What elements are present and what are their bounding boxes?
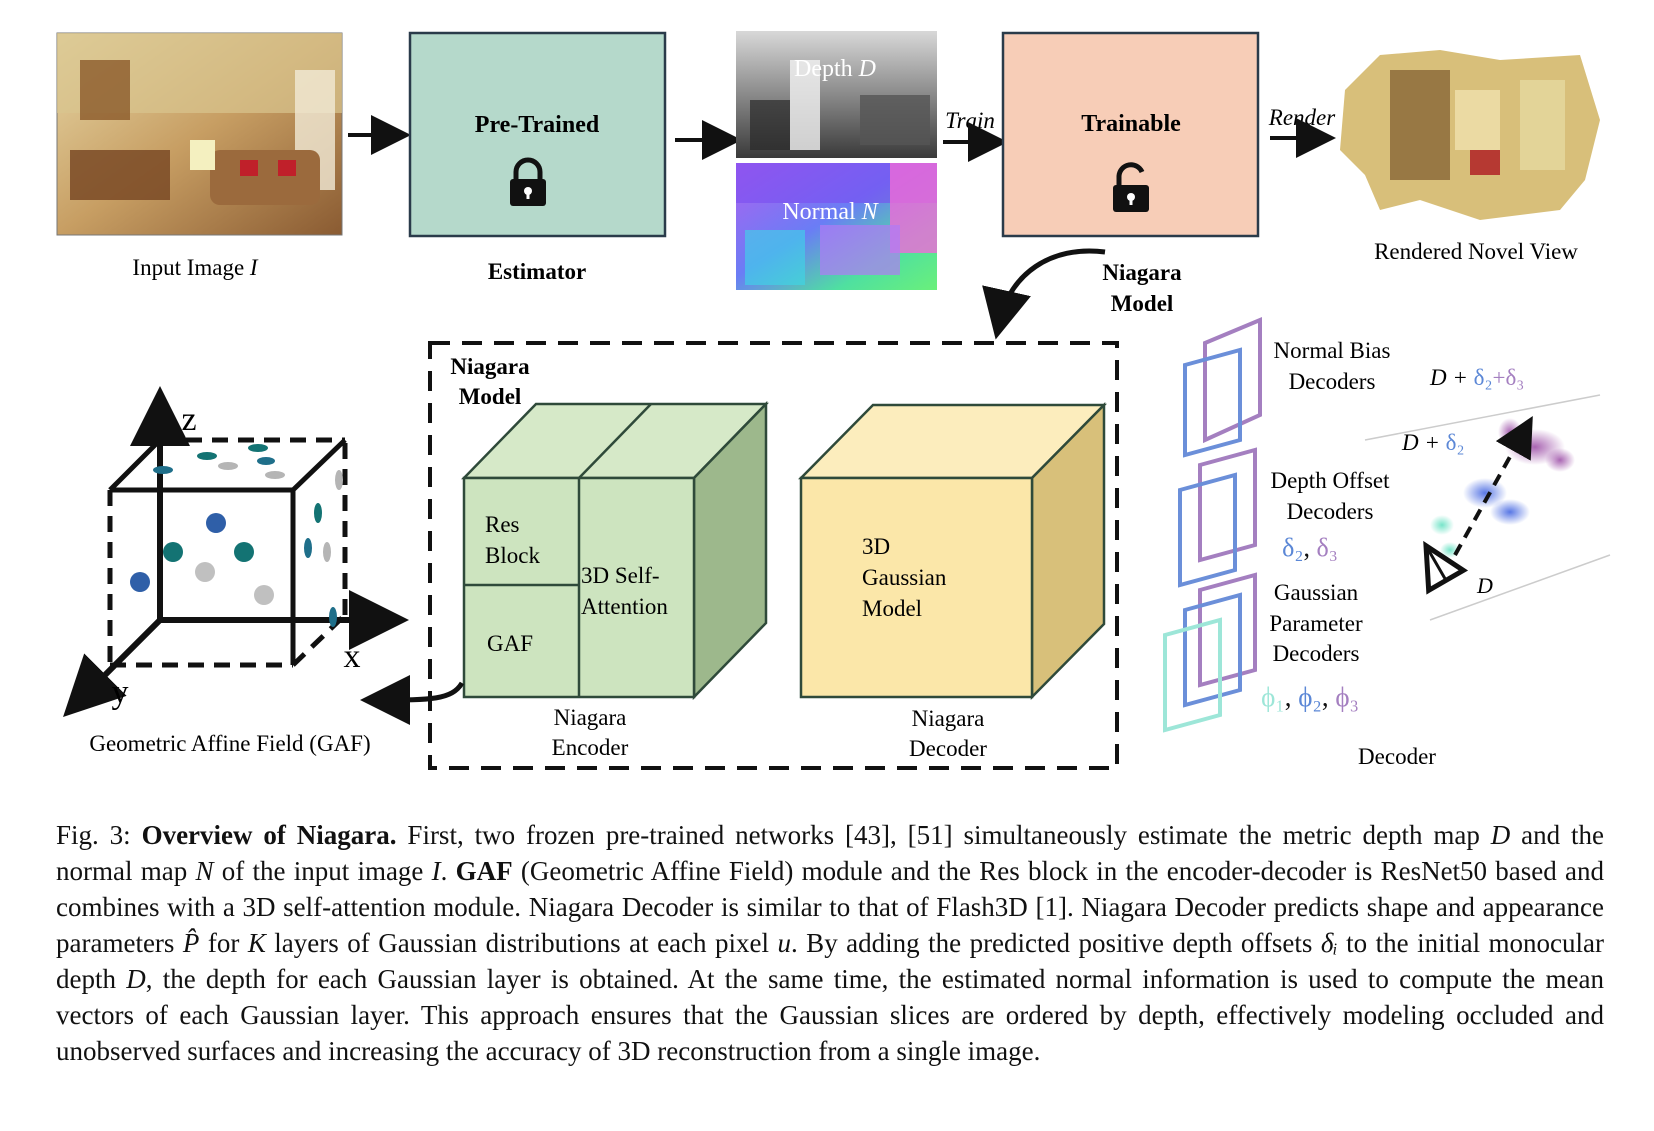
train-label: Train [945, 108, 995, 133]
caption-var-u: u [777, 928, 791, 958]
figure-caption: Fig. 3: Overview of Niagara. First, two … [56, 817, 1604, 1069]
caption-text: to the initial monocular depth [56, 928, 1604, 994]
attention-label-line1: 3D Self- [581, 563, 660, 588]
depth-offset-label-line2: Decoders [1287, 499, 1374, 524]
caption-fig-label: Fig. 3: [56, 820, 142, 850]
model-box-label-line2: Model [459, 384, 522, 409]
decoder-cube-label-line1: 3D [862, 534, 890, 559]
gaf-block-label: GAF [487, 631, 533, 656]
caption-var-d: D [126, 964, 146, 994]
caption-var-n: N [195, 856, 214, 886]
gaf-caption: Geometric Affine Field (GAF) [89, 731, 370, 756]
decoder-cube [798, 401, 1107, 701]
caption-text: . By adding the predicted positive depth… [790, 928, 1321, 958]
caption-text: of the input image [213, 856, 432, 886]
caption-text: , the depth for each Gaussian layer is o… [56, 964, 1604, 1066]
gaf-cube [63, 386, 409, 717]
unlock-icon [1113, 162, 1149, 212]
depth-offset-label-line1: Depth Offset [1270, 468, 1390, 493]
encoder-caption-line2: Encoder [552, 735, 629, 760]
figure-diagram: Input Image I Pre-Trained Estimator Dept… [56, 31, 1611, 770]
estimator-label: Estimator [488, 259, 586, 284]
caption-var-delta: δᵢ [1320, 928, 1338, 958]
trainable-caption-line1: Niagara [1102, 260, 1182, 285]
ray-eq-mid: D + δ₂ [1401, 430, 1465, 455]
lock-icon [510, 157, 546, 206]
gaussian-parameter-decoder-planes [1163, 572, 1257, 733]
arrow-to-model-box [982, 248, 1106, 340]
depth-offset-symbols: δ₂, δ₃ [1282, 533, 1338, 562]
normal-bias-label-line2: Decoders [1289, 369, 1376, 394]
ray-diagram [1364, 394, 1611, 621]
axis-y-label: y [112, 674, 129, 711]
caption-gaf: GAF [455, 856, 513, 886]
caption-var-i: I [431, 856, 441, 886]
caption-text: for [199, 928, 248, 958]
gaussian-param-symbols: ϕ₁, ϕ₂, ϕ₃ [1261, 682, 1359, 712]
caption-text: and the normal map [56, 820, 1604, 886]
decoder-cube-label-line2: Gaussian [862, 565, 947, 590]
decoder-caption-line1: Niagara [912, 706, 985, 731]
res-block-label-line2: Block [485, 543, 540, 568]
depth-map-label: Depth D [794, 56, 876, 82]
caption-var-d: D [1490, 820, 1511, 850]
decoder-caption-line2: Decoder [909, 736, 987, 761]
pretrained-title: Pre-Trained [475, 112, 600, 138]
input-image [56, 32, 343, 236]
model-box-label-line1: Niagara [450, 354, 530, 379]
attention-label-line2: Attention [581, 594, 668, 619]
depth-map-image [736, 31, 937, 158]
niagara-model-box [428, 341, 1119, 770]
gaussian-param-label-line3: Decoders [1273, 641, 1360, 666]
caption-text: (Geometric Affine Field) module and the … [56, 856, 1605, 958]
gaussian-param-label-line1: Gaussian [1274, 580, 1359, 605]
render-label: Render [1268, 105, 1336, 130]
depth-offset-decoder-planes [1178, 447, 1257, 588]
caption-title: Overview of Niagara. [141, 820, 397, 850]
normal-bias-label-line1: Normal Bias [1274, 338, 1391, 363]
gaussian-param-label-line2: Parameter [1269, 611, 1363, 636]
arrow-gaf-to-field [360, 674, 465, 725]
caption-text: First, two frozen pre-trained networks [… [396, 820, 1491, 850]
rendered-view-image [1340, 50, 1600, 220]
ray-eq-top: D + δ₂+δ₃ [1429, 365, 1524, 390]
trainable-caption-line2: Model [1111, 291, 1174, 316]
caption-var-p: P̂ [182, 928, 200, 958]
encoder-caption-line1: Niagara [554, 705, 627, 730]
res-block-label-line1: Res [485, 512, 520, 537]
ray-eq-bottom: D [1476, 573, 1493, 598]
caption-var-k: K [247, 928, 266, 958]
decoder-panel-caption: Decoder [1358, 744, 1436, 769]
caption-text: . [440, 856, 456, 886]
normal-map-image [736, 163, 937, 290]
encoder-cube [461, 400, 769, 701]
normal-bias-decoder-planes [1183, 316, 1262, 458]
normal-map-label: Normal N [782, 199, 879, 225]
caption-text: layers of Gaussian distributions at each… [265, 928, 778, 958]
trainable-title: Trainable [1081, 111, 1181, 137]
axis-x-label: x [344, 638, 361, 675]
input-image-label: Input Image I [132, 255, 259, 280]
rendered-view-label: Rendered Novel View [1374, 239, 1578, 264]
decoder-cube-label-line3: Model [862, 596, 922, 621]
axis-z-label: z [181, 401, 196, 438]
